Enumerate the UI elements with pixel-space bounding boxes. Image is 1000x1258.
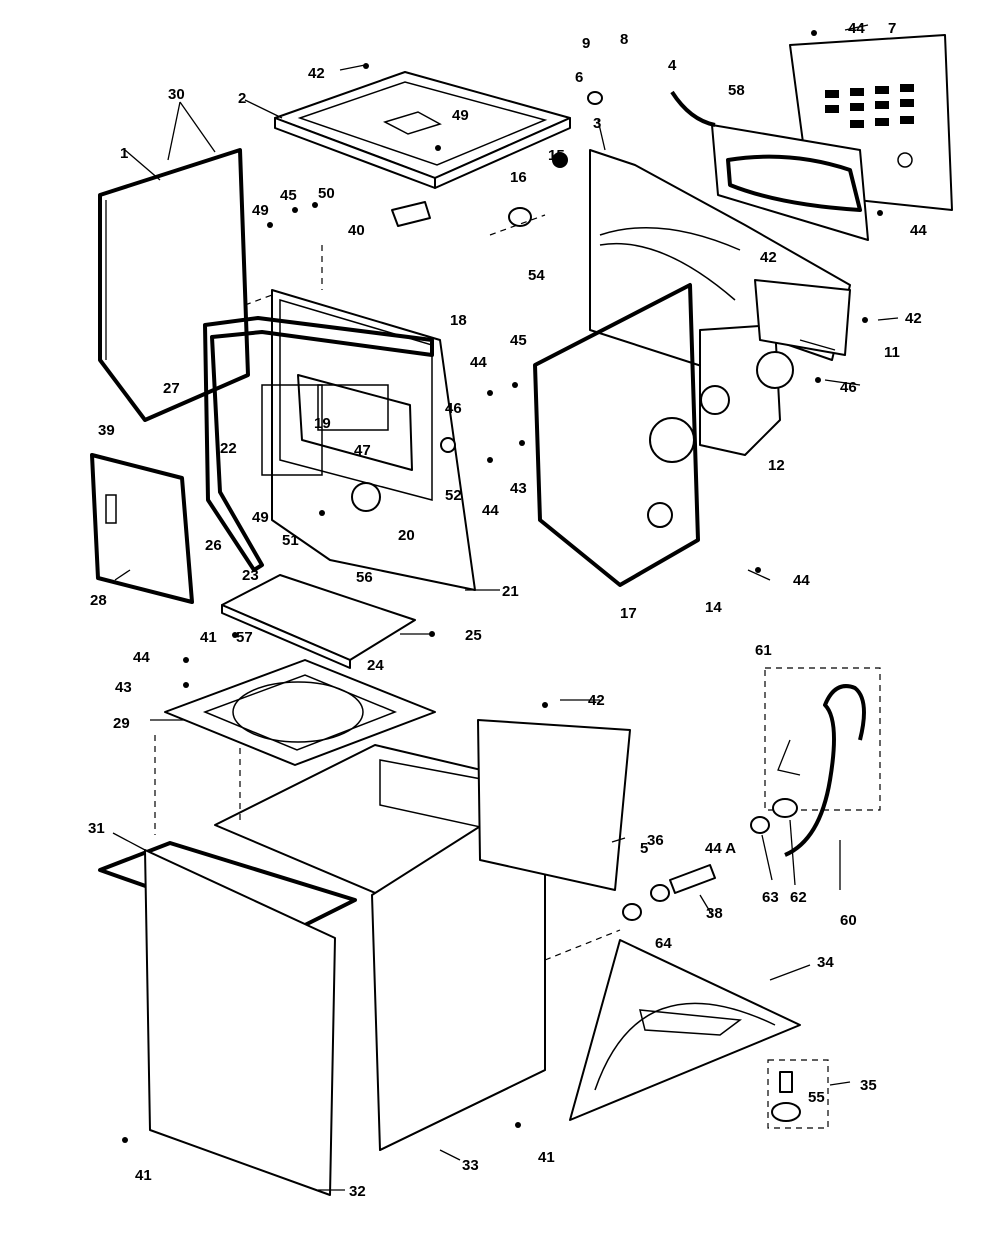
- callout-26: 26: [205, 537, 222, 554]
- callout-14: 14: [705, 599, 722, 616]
- callout-50: 50: [318, 185, 335, 202]
- door-frame: [203, 316, 434, 572]
- control-housing: [271, 289, 476, 591]
- callout-42: 42: [308, 65, 325, 82]
- callout-3: 3: [593, 115, 601, 132]
- callout-42b: 42: [760, 249, 777, 266]
- callout-6: 6: [575, 69, 583, 86]
- callout-1: 1: [120, 145, 128, 162]
- callout-44c: 44: [470, 354, 487, 371]
- bracket: [754, 279, 851, 356]
- callout-63: 63: [762, 889, 779, 906]
- callout-24: 24: [367, 657, 384, 674]
- drain-hose-kit: [750, 667, 881, 857]
- callout-5: 5: [640, 840, 648, 857]
- callout-51: 51: [282, 532, 299, 549]
- top-cover: [274, 71, 571, 189]
- callout-38: 38: [706, 905, 723, 922]
- callout-46b: 46: [445, 400, 462, 417]
- callout-44d: 44: [482, 502, 499, 519]
- callout-28: 28: [90, 592, 107, 609]
- callout-16: 16: [510, 169, 527, 186]
- callout-49: 49: [252, 202, 269, 219]
- callout-44b: 44: [910, 222, 927, 239]
- callout-23: 23: [242, 567, 259, 584]
- callout-44e: 44: [793, 572, 810, 589]
- callout-46: 46: [840, 379, 857, 396]
- callout-60: 60: [840, 912, 857, 929]
- left-side-panel: [98, 148, 250, 422]
- callout-52: 52: [445, 487, 462, 504]
- callout-45b: 45: [510, 332, 527, 349]
- callout-49b: 49: [452, 107, 469, 124]
- control-panel-board: [711, 124, 869, 241]
- callout-56: 56: [356, 569, 373, 586]
- callout-8: 8: [620, 31, 628, 48]
- rear-access-panel: [477, 719, 631, 891]
- callout-35: 35: [860, 1077, 877, 1094]
- right-side-panel: [533, 283, 700, 587]
- lid: [90, 453, 194, 604]
- callout-32: 32: [349, 1183, 366, 1200]
- callout-40: 40: [348, 222, 365, 239]
- callout-30: 30: [168, 86, 185, 103]
- pump-coupling: [622, 864, 716, 921]
- callout-42d: 42: [588, 692, 605, 709]
- callout-47: 47: [354, 442, 371, 459]
- alignment-lines: [154, 214, 621, 961]
- callout-17: 17: [620, 605, 637, 622]
- callout-7: 7: [888, 20, 896, 37]
- callout-31: 31: [88, 820, 105, 837]
- callout-labels: 1 2 3 4 5 6 7 8 9 11 12 14 15 16 17 18 1…: [88, 20, 927, 1200]
- switch-block: [391, 201, 431, 227]
- callout-58: 58: [728, 82, 745, 99]
- callout-9: 9: [582, 35, 590, 52]
- callout-54: 54: [528, 267, 545, 284]
- callout-22: 22: [220, 440, 237, 457]
- callout-41b: 41: [135, 1167, 152, 1184]
- callout-25: 25: [465, 627, 482, 644]
- callout-19: 19: [314, 415, 331, 432]
- callout-27: 27: [163, 380, 180, 397]
- callout-34: 34: [817, 954, 834, 971]
- callout-44f: 44: [133, 649, 150, 666]
- callout-39: 39: [98, 422, 115, 439]
- base-pan: [569, 939, 801, 1121]
- leader-lines: [112, 24, 899, 1191]
- callout-43: 43: [510, 480, 527, 497]
- callout-41c: 41: [538, 1149, 555, 1166]
- callout-49c: 49: [252, 509, 269, 526]
- wire-harness: [670, 90, 716, 127]
- callout-11: 11: [884, 344, 900, 361]
- callout-29: 29: [113, 715, 130, 732]
- callout-57: 57: [236, 629, 253, 646]
- callout-55: 55: [808, 1089, 825, 1106]
- callout-62: 62: [790, 889, 807, 906]
- callout-2: 2: [238, 90, 246, 107]
- callout-36: 36: [647, 832, 664, 849]
- callout-41: 41: [200, 629, 217, 646]
- callout-12: 12: [768, 457, 785, 474]
- callout-21: 21: [502, 583, 519, 600]
- callout-15: 15: [548, 147, 565, 164]
- callout-45: 45: [280, 187, 297, 204]
- callout-20: 20: [398, 527, 415, 544]
- callout-61: 61: [755, 642, 772, 659]
- fasteners: [122, 30, 883, 1143]
- leveling-foot-assembly: [767, 1059, 829, 1129]
- callout-44: 44: [848, 20, 865, 37]
- callout-44a: 44 A: [705, 840, 736, 857]
- callout-18: 18: [450, 312, 467, 329]
- callout-33: 33: [462, 1157, 479, 1174]
- callout-42c: 42: [905, 310, 922, 327]
- callout-4: 4: [668, 57, 677, 74]
- cabinet: [144, 744, 546, 1196]
- callout-43b: 43: [115, 679, 132, 696]
- top-frame: [164, 659, 436, 766]
- access-door: [221, 574, 416, 669]
- callout-64: 64: [655, 935, 672, 952]
